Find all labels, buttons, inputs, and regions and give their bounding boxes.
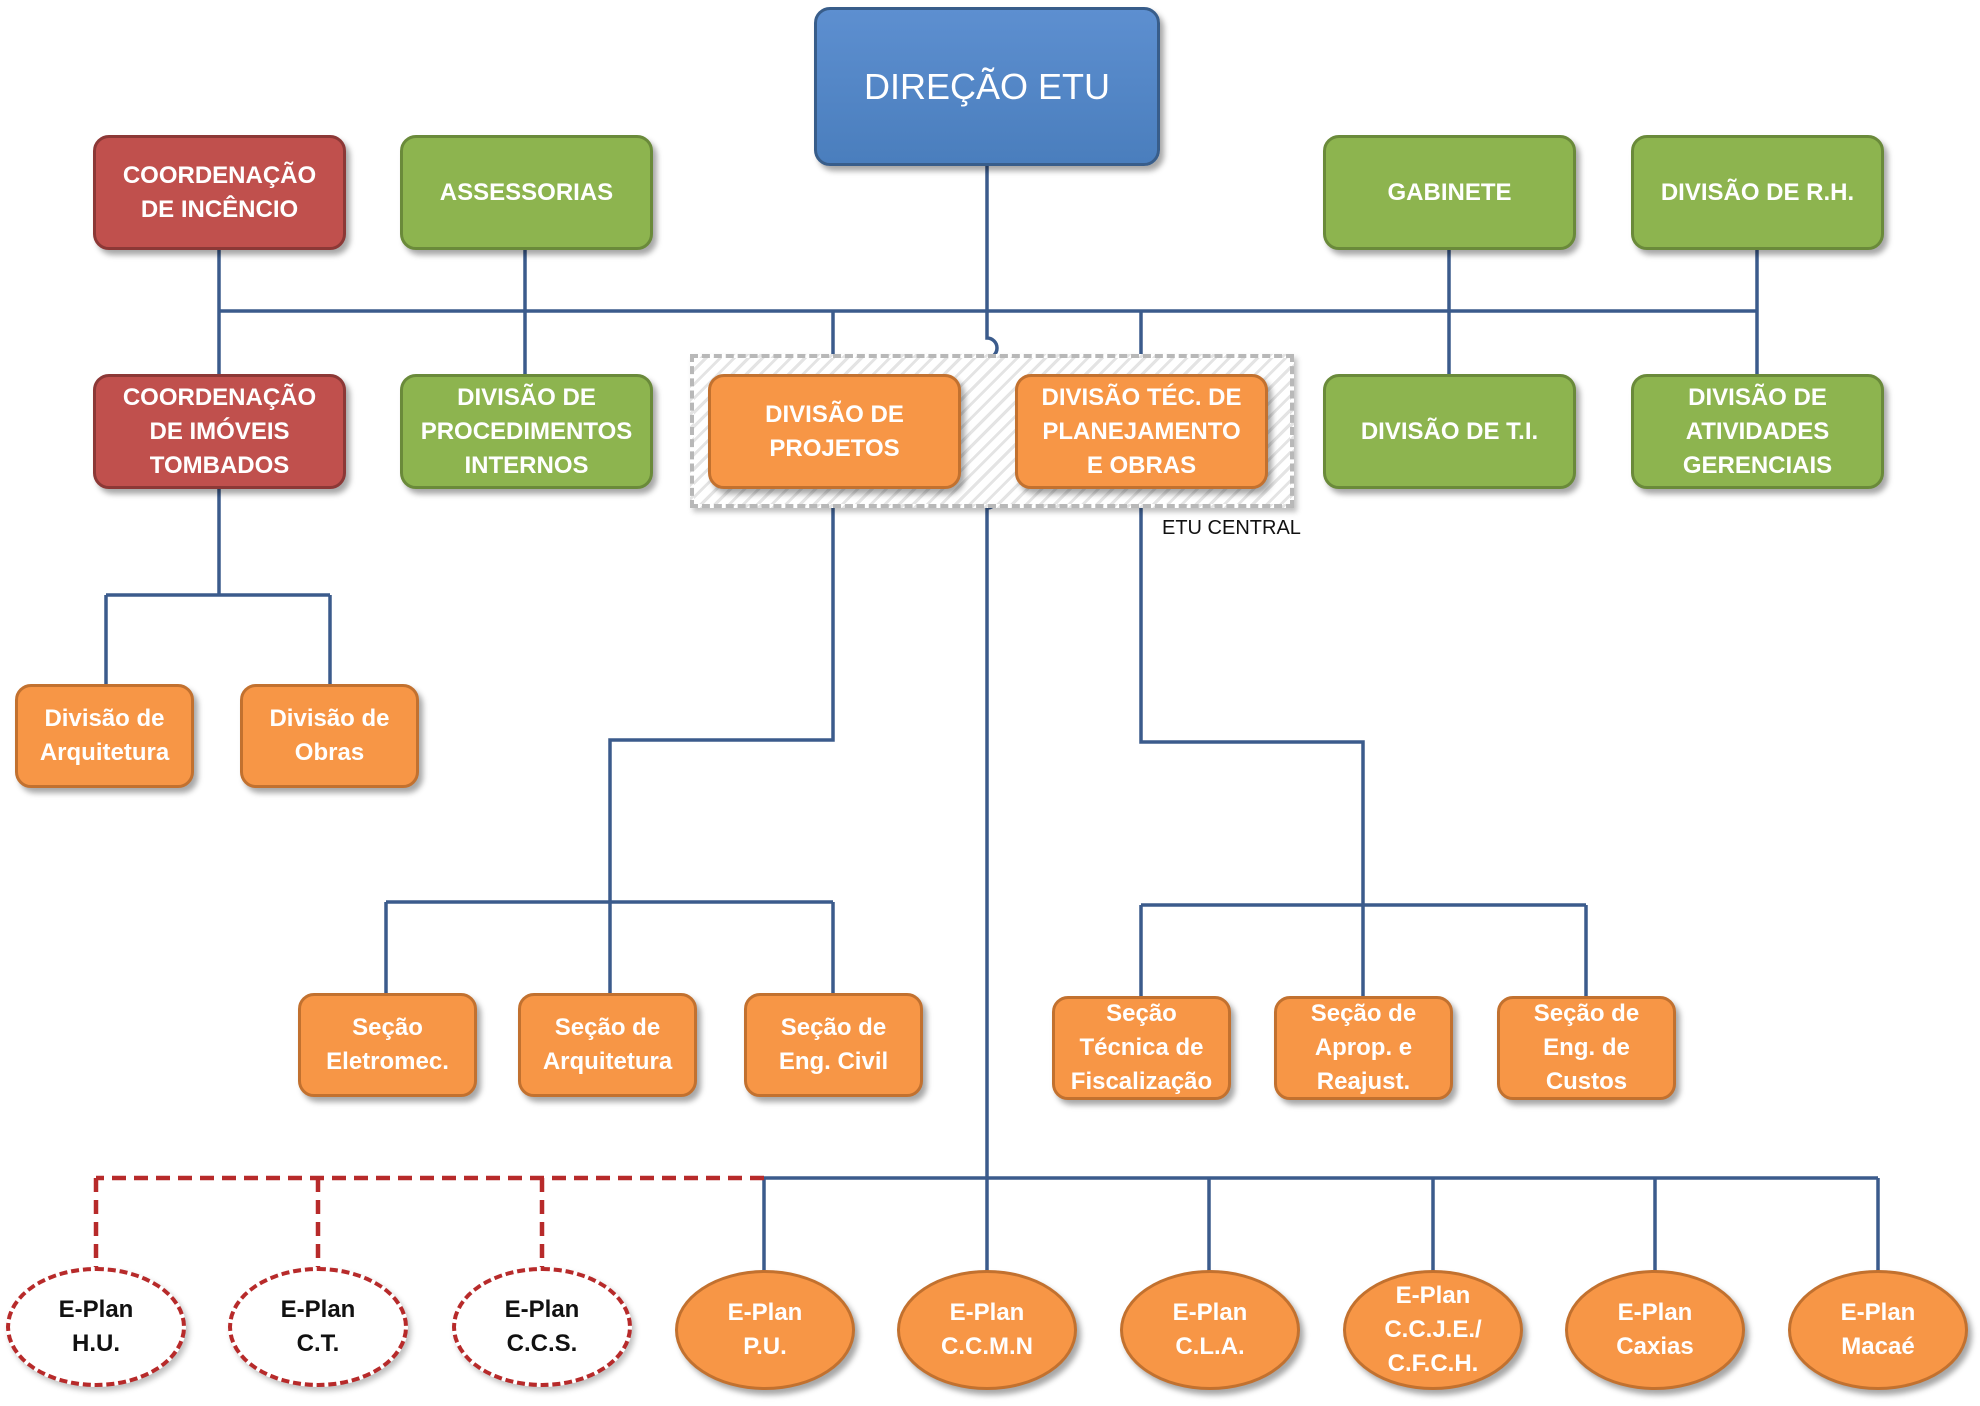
divisao-procedimentos-box: DIVISÃO DE PROCEDIMENTOS INTERNOS	[400, 374, 653, 489]
secao-eng-custos-box: Seção de Eng. de Custos	[1497, 996, 1676, 1100]
coordenacao-incendio-box: COORDENAÇÃO DE INCÊNCIO	[93, 135, 346, 250]
secao-fiscalizacao-box: Seção Técnica de Fiscalização	[1052, 996, 1231, 1100]
eplan-macae-ellipse: E-Plan Macaé	[1788, 1270, 1968, 1390]
eplan-cla-ellipse: E-Plan C.L.A.	[1120, 1270, 1300, 1390]
divisao-arquitetura-box: Divisão de Arquitetura	[15, 684, 194, 788]
coordenacao-imoveis-box: COORDENAÇÃO DE IMÓVEIS TOMBADOS	[93, 374, 346, 489]
gabinete-box: GABINETE	[1323, 135, 1576, 250]
assessorias-box: ASSESSORIAS	[400, 135, 653, 250]
eplan-hu-ellipse: E-Plan H.U.	[6, 1267, 186, 1387]
trunk-line	[985, 166, 999, 1276]
divisao-obras-box: Divisão de Obras	[240, 684, 419, 788]
divisao-atividades-box: DIVISÃO DE ATIVIDADES GERENCIAIS	[1631, 374, 1884, 489]
eplan-caxias-ellipse: E-Plan Caxias	[1565, 1270, 1745, 1390]
eplan-ccje-cfch-ellipse: E-Plan C.C.J.E./ C.F.C.H.	[1343, 1270, 1523, 1390]
eplan-ccs-ellipse: E-Plan C.C.S.	[452, 1267, 632, 1387]
divisao-tecnica-planejamento-box: DIVISÃO TÉC. DE PLANEJAMENTO E OBRAS	[1015, 374, 1268, 489]
eplan-pu-ellipse: E-Plan P.U.	[675, 1270, 855, 1390]
divisao-projetos-box: DIVISÃO DE PROJETOS	[708, 374, 961, 489]
etu-central-label: ETU CENTRAL	[1162, 517, 1301, 539]
direcao-etu-box: DIREÇÃO ETU	[814, 7, 1160, 166]
eplan-ccmn-ellipse: E-Plan C.C.M.N	[897, 1270, 1077, 1390]
eplan-ct-ellipse: E-Plan C.T.	[228, 1267, 408, 1387]
secao-arquitetura-box: Seção de Arquitetura	[518, 993, 697, 1097]
divisao-rh-box: DIVISÃO DE R.H.	[1631, 135, 1884, 250]
divisao-ti-box: DIVISÃO DE T.I.	[1323, 374, 1576, 489]
secao-eletromec-box: Seção Eletromec.	[298, 993, 477, 1097]
secao-eng-civil-box: Seção de Eng. Civil	[744, 993, 923, 1097]
secao-aprop-reajust-box: Seção de Aprop. e Reajust.	[1274, 996, 1453, 1100]
